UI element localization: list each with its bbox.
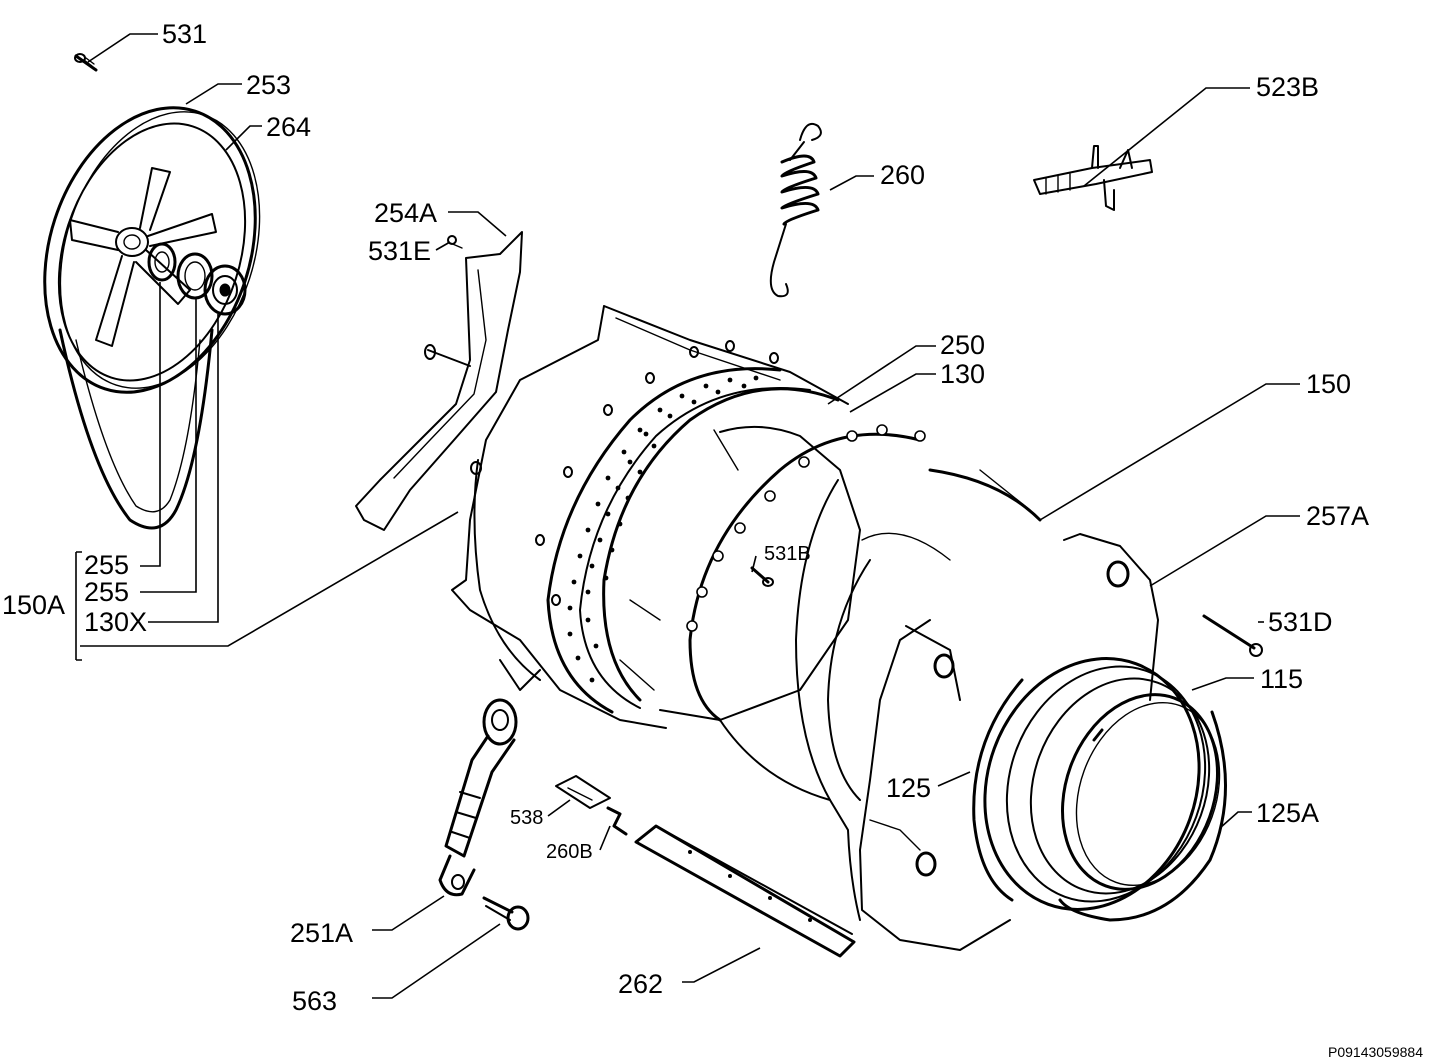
clamp-ring-125-part	[972, 678, 1024, 902]
callout-523B: 523B	[1256, 72, 1319, 102]
callout-254A: 254A	[374, 198, 437, 228]
bracket-254A-part	[355, 231, 523, 531]
callout-255-first: 255	[84, 550, 129, 580]
door-seal-115-part	[983, 657, 1221, 911]
perforated-drum-part	[546, 367, 811, 714]
plate-538-part	[555, 775, 611, 809]
callout-531D: 531D	[1268, 607, 1333, 637]
callout-251A: 251A	[290, 918, 353, 948]
callout-255-second: 255	[84, 577, 129, 607]
callout-264: 264	[266, 112, 311, 142]
callout-260B: 260B	[546, 841, 593, 863]
pulley-part	[43, 106, 261, 530]
callout-531B: 531B	[764, 543, 811, 565]
callout-130: 130	[940, 359, 985, 389]
screw-531B-part	[750, 566, 774, 587]
callout-150A: 150A	[2, 590, 65, 620]
damper-251A-part	[438, 698, 518, 897]
callout-531: 531	[162, 19, 207, 49]
ring-130-part	[686, 424, 926, 722]
callout-115: 115	[1260, 664, 1303, 694]
callout-257A: 257A	[1306, 501, 1369, 531]
callout-labels: 531 253 264 523B 260 254A 531E 250 130 1…	[2, 19, 1423, 1060]
front-housing-257A-part	[859, 533, 1159, 951]
inner-drum-part	[602, 387, 861, 721]
screw-531D-part	[1202, 614, 1263, 657]
screw-531-part	[74, 53, 98, 72]
callout-250: 250	[940, 330, 985, 360]
callout-125A: 125A	[1256, 798, 1319, 828]
clip-260B-part	[606, 806, 628, 836]
callout-125: 125	[886, 773, 931, 803]
strip-262-part	[634, 824, 856, 958]
front-tub-part	[719, 468, 1042, 921]
bearing-seal-set	[147, 242, 247, 316]
callout-260: 260	[880, 160, 925, 190]
spring-260-part	[769, 122, 822, 298]
callout-563: 563	[292, 986, 337, 1016]
pin-563-part	[482, 896, 530, 931]
leader-lines	[75, 33, 1300, 999]
callout-531E: 531E	[368, 236, 431, 266]
callout-253: 253	[246, 70, 291, 100]
reference-code: P09143059884	[1328, 1044, 1423, 1060]
callout-538: 538	[510, 807, 543, 829]
rear-tub-part	[451, 305, 849, 729]
clamp-ring-125A-part	[1058, 710, 1227, 922]
callout-262: 262	[618, 969, 663, 999]
callout-130X: 130X	[84, 607, 147, 637]
callout-150: 150	[1306, 369, 1351, 399]
